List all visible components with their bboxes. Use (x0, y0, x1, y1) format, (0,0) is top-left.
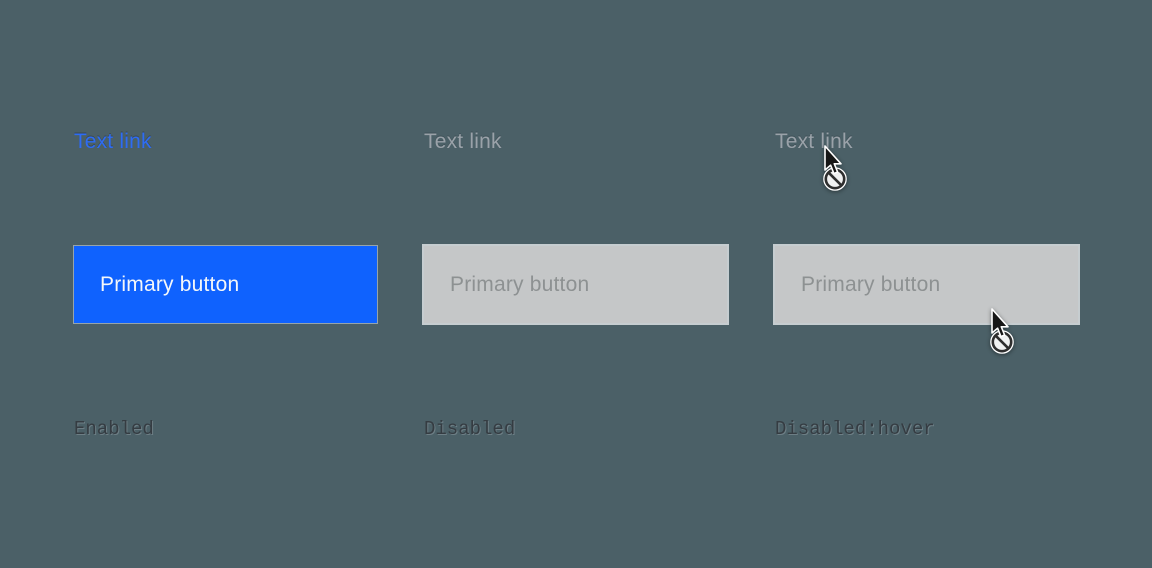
primary-button-disabled-hover: Primary button (775, 246, 1078, 323)
state-label-disabled-hover: Disabled:hover (775, 418, 935, 440)
primary-button-disabled: Primary button (424, 246, 727, 323)
column-disabled-hover: Text link Primary button Disabled:hover (775, 0, 1078, 568)
column-enabled: Text link Primary button Enabled (74, 0, 377, 568)
text-link-disabled: Text link (424, 130, 502, 153)
text-link-disabled-hover: Text link (775, 130, 853, 153)
state-label-enabled: Enabled (74, 418, 154, 440)
text-link-enabled[interactable]: Text link (74, 130, 152, 153)
state-label-disabled: Disabled (424, 418, 516, 440)
primary-button-enabled[interactable]: Primary button (74, 246, 377, 323)
column-disabled: Text link Primary button Disabled (424, 0, 727, 568)
